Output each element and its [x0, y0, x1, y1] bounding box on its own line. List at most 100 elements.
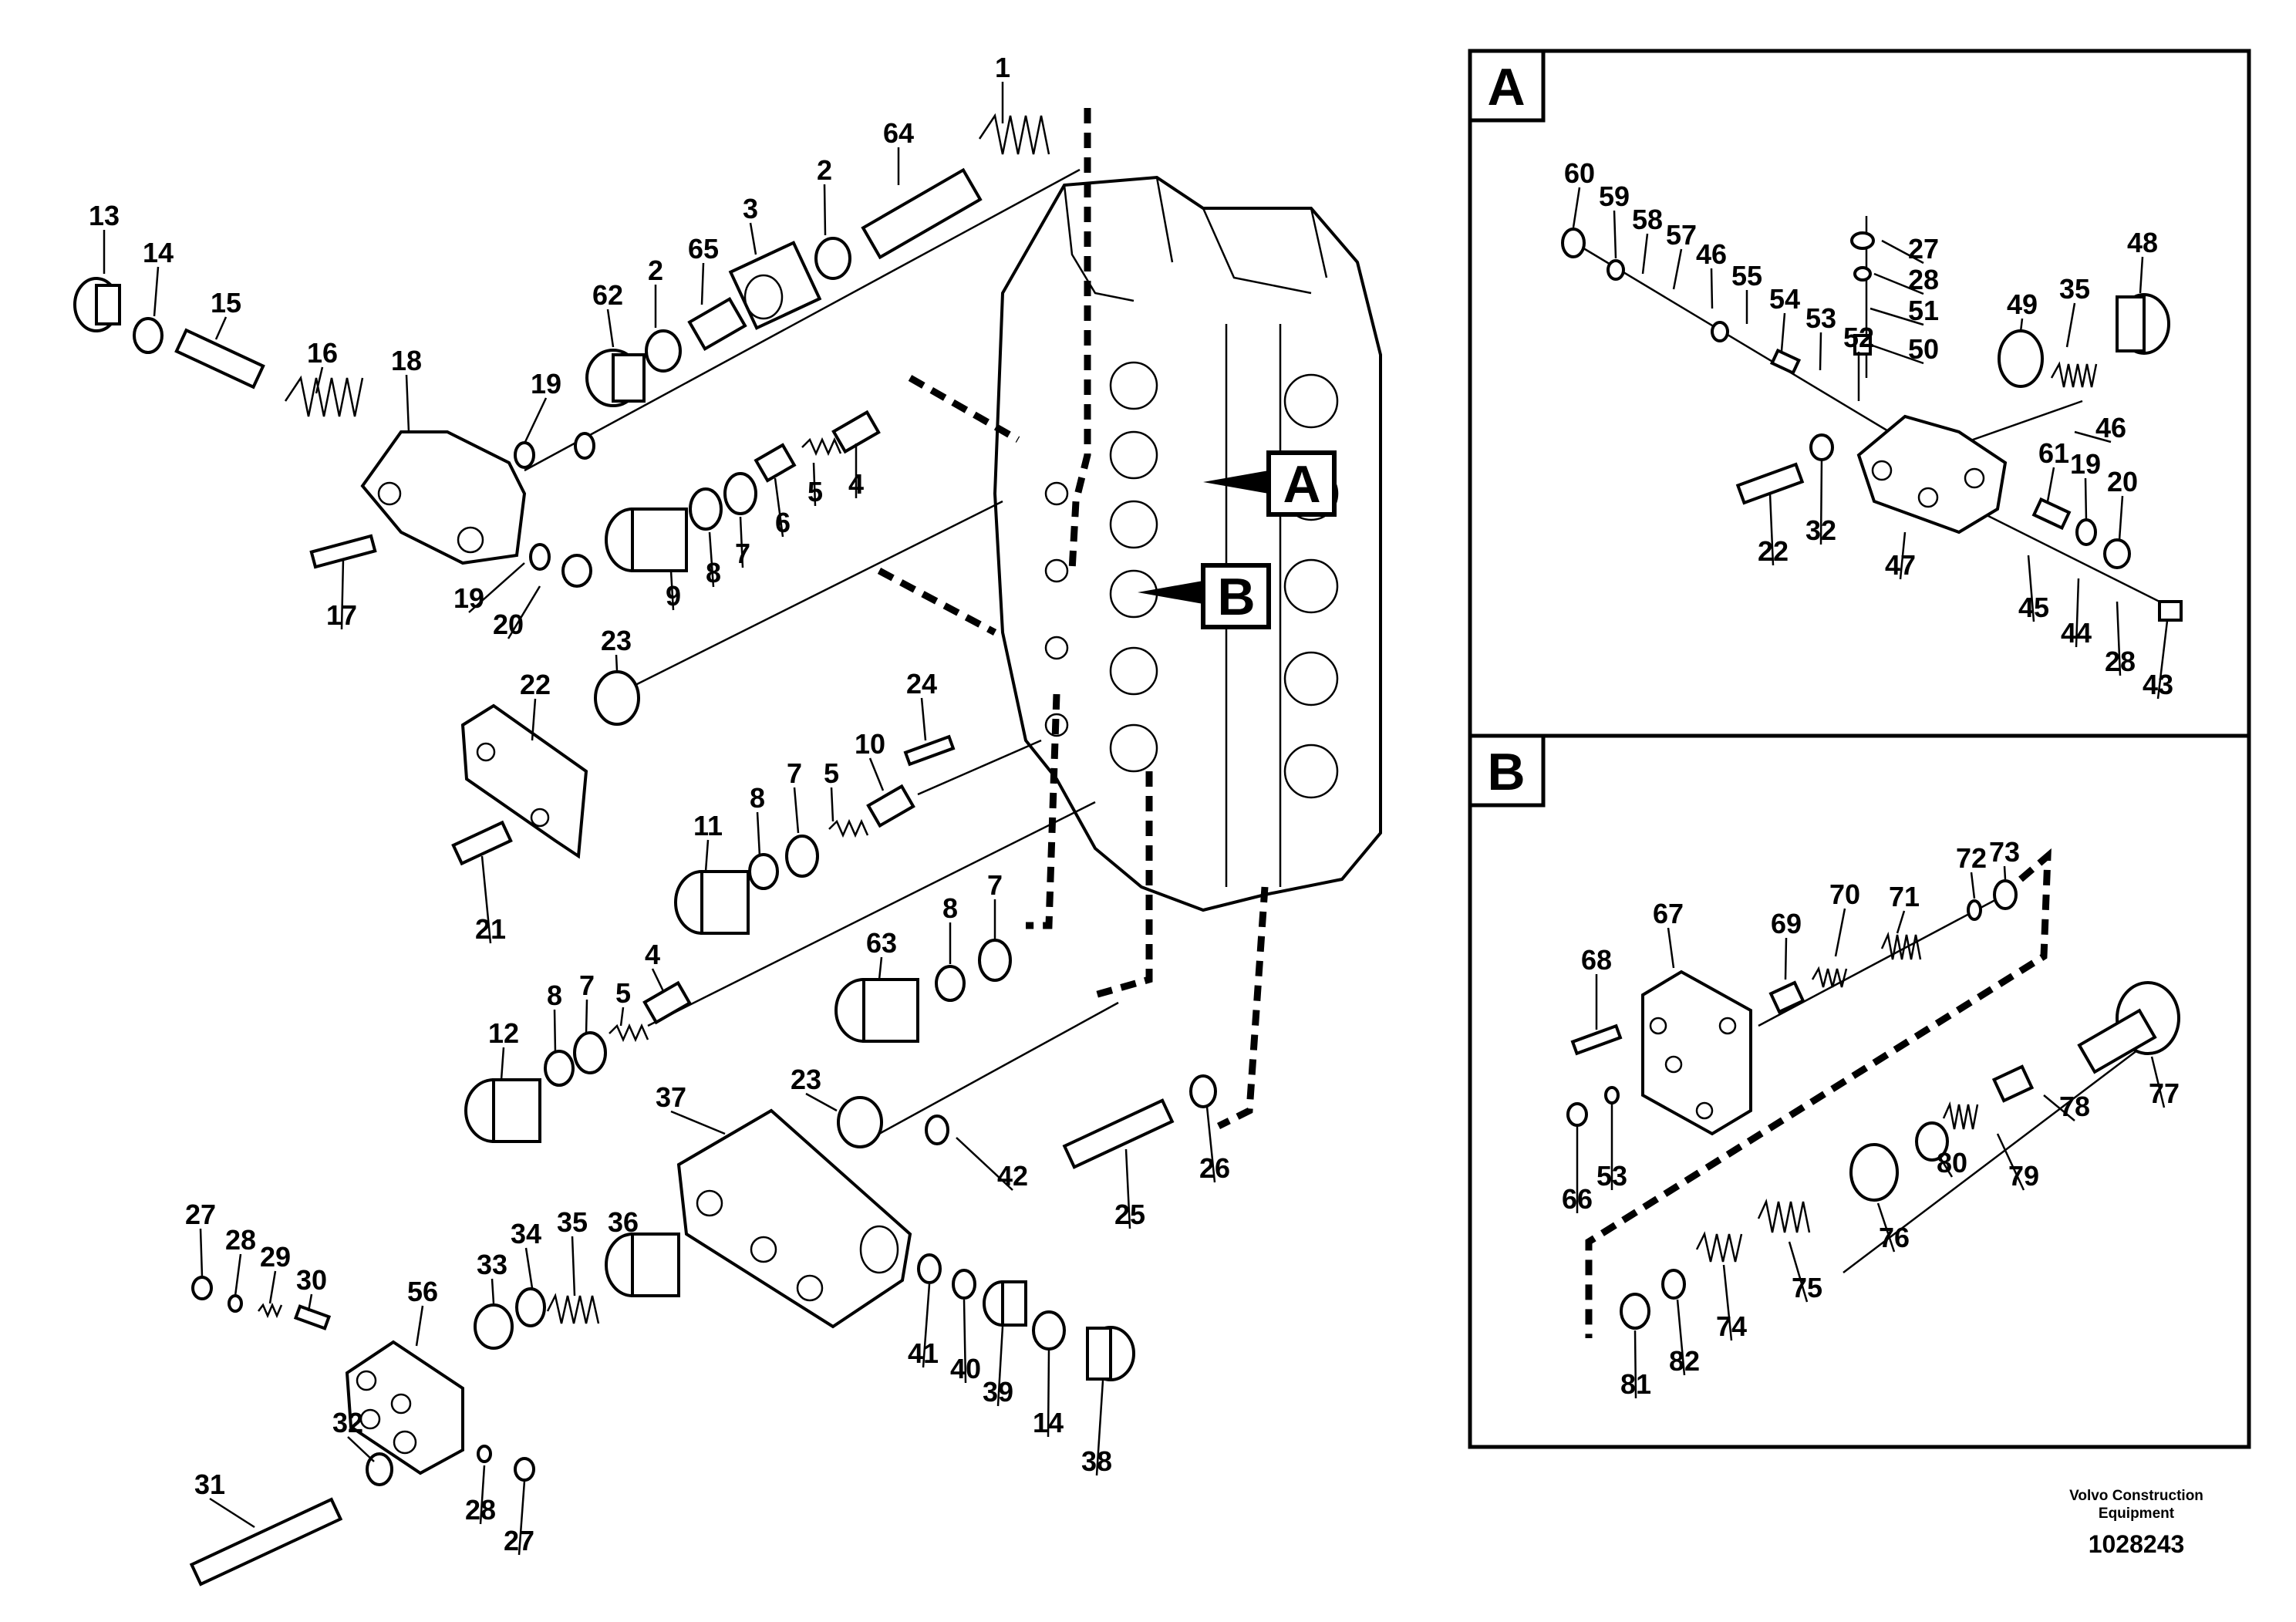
detail-a-leader-22 [1768, 493, 1775, 566]
detail-b-part-74 [1695, 1231, 1743, 1263]
main-leader-24 [920, 697, 927, 741]
main-leader-14 [1047, 1349, 1050, 1438]
main-leader-9 [669, 570, 675, 611]
main-callout-17: 17 [326, 599, 357, 631]
main-callout-38: 38 [1081, 1445, 1112, 1477]
detail-b-leader-82 [1676, 1299, 1686, 1376]
detail-b-callout-67: 67 [1653, 898, 1684, 929]
document-number: 1028243 [2089, 1530, 2185, 1558]
detail-b-leader-76 [1876, 1202, 1896, 1253]
detail-a-callout-54: 54 [1769, 283, 1800, 315]
detail-b-part-79 [1942, 1101, 1979, 1130]
detail-a-callout-35: 35 [2059, 273, 2090, 305]
main-callout-31: 31 [194, 1469, 225, 1500]
detail-a-leader-32 [1819, 458, 1823, 545]
pointer-b-label: B [1217, 568, 1255, 626]
main-leader-7 [739, 516, 744, 568]
pointer-b: B [1138, 563, 1271, 629]
main-callout-7: 7 [787, 757, 802, 789]
detail-a-callout-28: 28 [1908, 264, 1939, 295]
main-callout-41: 41 [908, 1337, 939, 1369]
main-callout-12: 12 [488, 1017, 519, 1049]
detail-a-leader-28 [2116, 601, 2122, 676]
main-callout-11: 11 [693, 810, 723, 841]
main-callout-27: 27 [185, 1199, 216, 1230]
detail-a-callout-59: 59 [1599, 180, 1630, 212]
part-oring-7d [978, 939, 1012, 982]
part-oring-7c [573, 1031, 607, 1074]
detail-b-callout-77: 77 [2149, 1077, 2180, 1109]
part-piston-6 [754, 443, 797, 483]
part-spring-5c [609, 1023, 649, 1043]
detail-b-callout-72: 72 [1956, 842, 1987, 874]
main-leader-5 [830, 787, 834, 822]
detail-a-callout-52: 52 [1843, 322, 1874, 353]
main-callout-4: 4 [848, 468, 864, 500]
main-callout-62: 62 [592, 279, 623, 311]
main-callout-28: 28 [225, 1224, 256, 1256]
main-callout-9: 9 [666, 580, 681, 612]
main-leader-34 [524, 1247, 534, 1289]
main-callout-23: 23 [601, 625, 632, 656]
part-spring-35 [546, 1293, 600, 1324]
detail-b-callout-82: 82 [1669, 1345, 1700, 1377]
main-valve-body [993, 175, 1382, 912]
detail-a-leader-58 [1641, 233, 1649, 275]
detail-a-leader-54 [1780, 312, 1786, 352]
main-leader-14 [153, 266, 160, 317]
detail-a-callout-55: 55 [1731, 260, 1762, 292]
main-leader-8 [708, 531, 715, 588]
detail-a-leader-46 [1710, 268, 1714, 309]
main-callout-65: 65 [688, 233, 719, 265]
part-spring-5a [801, 437, 842, 457]
detail-box-b-label: B [1487, 743, 1525, 801]
part-nut-3 [728, 241, 822, 330]
part-oring-23a [594, 670, 640, 726]
detail-b-part-82 [1661, 1269, 1686, 1300]
main-leader-32 [347, 1436, 375, 1462]
detail-b-leader-80 [1938, 1156, 1954, 1178]
main-callout-18: 18 [391, 345, 422, 376]
main-leader-28 [234, 1253, 242, 1297]
detail-a-callout-48: 48 [2127, 227, 2158, 258]
main-callout-24: 24 [906, 668, 937, 700]
part-oring-19b [574, 432, 595, 460]
main-leader-3 [749, 222, 757, 255]
main-leader-17 [340, 558, 345, 630]
part-plug-27a [191, 1276, 213, 1300]
part-washer-26 [1189, 1074, 1217, 1108]
main-leader-56 [415, 1305, 424, 1347]
detail-b-leader-67 [1667, 927, 1675, 969]
main-leader-5 [619, 1007, 625, 1027]
part-plug-12 [464, 1078, 541, 1143]
part-plug-27b [514, 1457, 535, 1482]
part-oring-33 [474, 1303, 514, 1350]
detail-a-part-27 [1850, 231, 1875, 250]
main-callout-4: 4 [645, 939, 660, 970]
detail-b-callout-73: 73 [1989, 836, 2020, 868]
part-oring-23b [837, 1096, 883, 1148]
part-bolt-25 [1062, 1098, 1175, 1169]
main-callout-29: 29 [260, 1241, 291, 1273]
part-sleeve-4a [831, 410, 881, 454]
detail-b-leader-74 [1722, 1264, 1733, 1341]
main-callout-27: 27 [504, 1525, 534, 1556]
detail-a-part-28 [1853, 266, 1872, 282]
part-bolt-31 [189, 1497, 343, 1587]
detail-a-part-48 [2116, 293, 2170, 355]
main-leader-63 [878, 956, 883, 980]
main-callout-64: 64 [883, 117, 914, 149]
detail-b-part-70 [1811, 966, 1848, 988]
part-plug-38 [1086, 1326, 1135, 1381]
main-callout-21: 21 [475, 913, 506, 945]
detail-b-callout-80: 80 [1937, 1147, 1967, 1179]
detail-a-part-59 [1607, 259, 1625, 281]
main-callout-2: 2 [648, 255, 663, 286]
detail-b-callout-78: 78 [2059, 1091, 2090, 1122]
main-leader-38 [1095, 1380, 1104, 1476]
main-leader-30 [307, 1293, 313, 1312]
detail-a-leader-51 [1870, 307, 1924, 326]
main-callout-26: 26 [1199, 1152, 1230, 1184]
part-oring-2b [645, 329, 682, 373]
